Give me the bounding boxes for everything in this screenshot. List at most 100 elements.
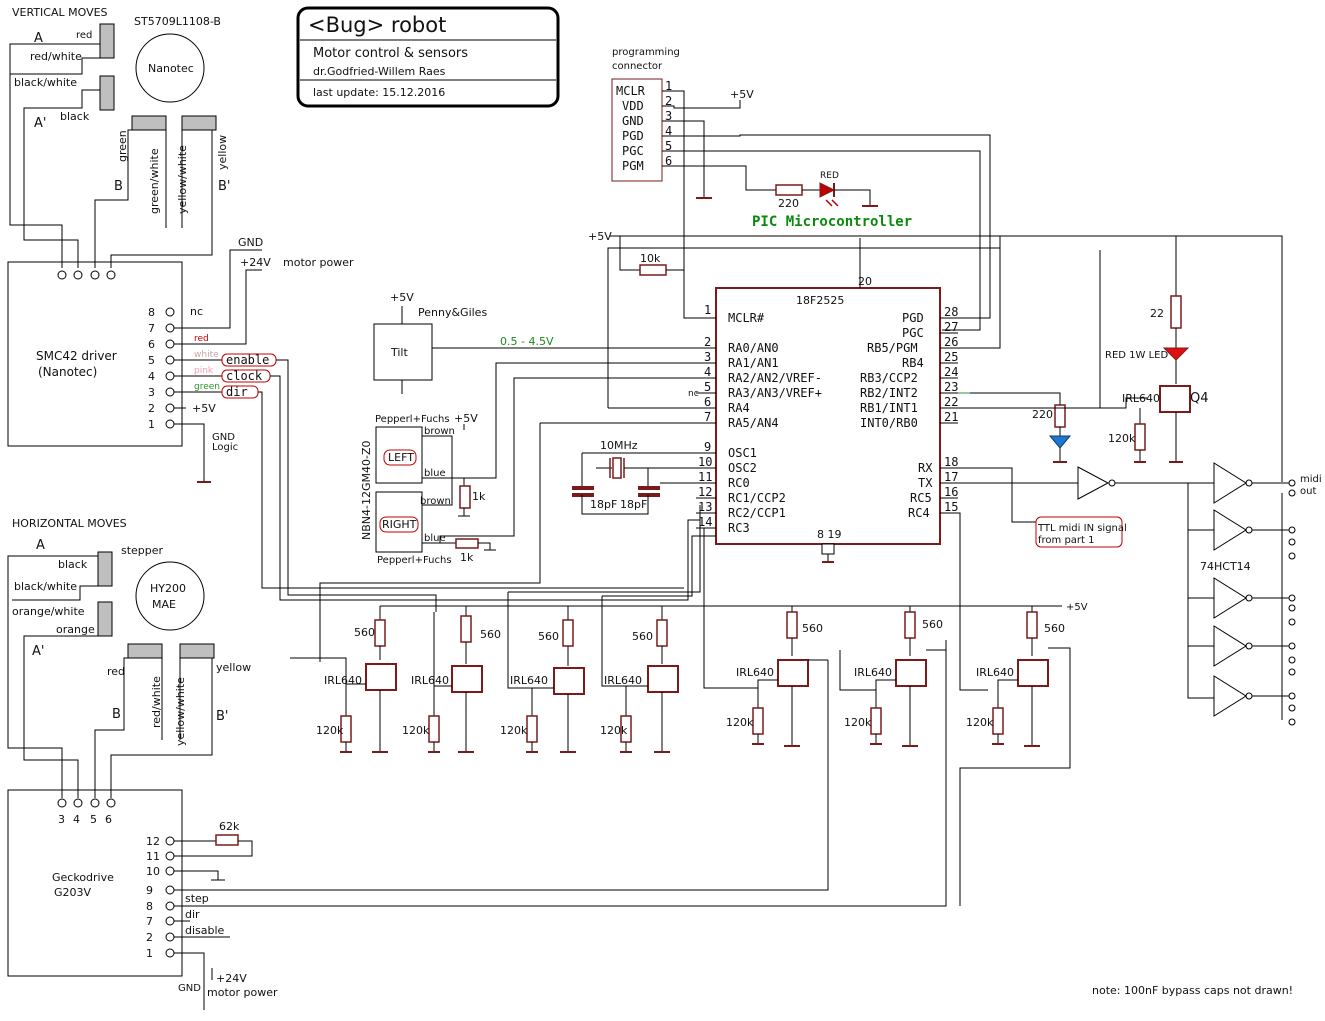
- v-wire-green-white: green/white: [148, 148, 161, 214]
- v-coil-b: B: [114, 179, 123, 194]
- last-update: last update: 15.12.2016: [313, 86, 445, 99]
- svg-text:yellow: yellow: [216, 661, 251, 674]
- svg-text:INT0/RB0: INT0/RB0: [860, 416, 918, 430]
- svg-text:560: 560: [480, 628, 501, 641]
- title-block: <Bug> robot Motor control & sensors dr.G…: [296, 6, 560, 108]
- svg-text:RB1/INT1: RB1/INT1: [860, 401, 918, 415]
- svg-text:IRL640: IRL640: [324, 674, 362, 687]
- svg-text:OSC2: OSC2: [728, 461, 757, 475]
- vertical-motor-brand: Nanotec: [148, 62, 194, 75]
- svg-text:GND: GND: [238, 236, 263, 249]
- svg-text:18: 18: [944, 455, 958, 469]
- horizontal-heading: HORIZONTAL MOVES: [12, 517, 127, 530]
- svg-text:25: 25: [944, 350, 958, 364]
- horizontal-moves-section: HORIZONTAL MOVES stepper HY200 MAE A A' …: [7, 517, 947, 1010]
- svg-text:MCLR: MCLR: [616, 84, 646, 98]
- svg-text:step: step: [185, 892, 209, 905]
- svg-text:+5V: +5V: [730, 88, 754, 101]
- svg-text:PGM: PGM: [622, 159, 644, 173]
- svg-text:IRL640: IRL640: [510, 674, 548, 687]
- programming-connector: programming connector MCLR VDD GND PGD P…: [611, 47, 991, 331]
- v-wire-black: black: [60, 110, 90, 123]
- inverter-unused-pins: [1281, 479, 1296, 726]
- geckodrive-box: [7, 789, 183, 977]
- svg-text:RIGHT: RIGHT: [382, 518, 417, 531]
- svg-text:RED: RED: [820, 171, 839, 181]
- svg-text:RED 1W LED: RED 1W LED: [1105, 350, 1168, 361]
- svg-text:6: 6: [105, 813, 112, 826]
- v-wire-black-white: black/white: [14, 76, 77, 89]
- svg-text:brown: brown: [420, 496, 451, 507]
- svg-text:15: 15: [944, 500, 958, 514]
- svg-text:B': B': [216, 709, 229, 724]
- svg-text:27: 27: [944, 320, 958, 334]
- svg-text:A: A: [36, 538, 45, 553]
- svg-text:18pF: 18pF: [590, 498, 617, 511]
- svg-text:disable: disable: [185, 924, 225, 937]
- svg-text:B: B: [112, 707, 121, 722]
- svg-text:RC4: RC4: [908, 506, 930, 520]
- svg-text:RA0/AN0: RA0/AN0: [728, 341, 779, 355]
- svg-text:pink: pink: [194, 366, 214, 376]
- sensors: +5V Penny&Giles Tilt 0.5 - 4.5V Pepperl+…: [319, 247, 1000, 662]
- svg-text:7: 7: [148, 322, 155, 335]
- svg-text:2: 2: [704, 335, 711, 349]
- v-wire-yellow-white: yellow/white: [176, 145, 189, 214]
- svg-text:+5V: +5V: [454, 412, 478, 425]
- svg-text:IRL640: IRL640: [1122, 392, 1160, 405]
- svg-text:IRL640: IRL640: [976, 666, 1014, 679]
- svg-text:OSC1: OSC1: [728, 446, 757, 460]
- svg-text:22: 22: [1150, 307, 1164, 320]
- svg-text:28: 28: [944, 305, 958, 319]
- svg-text:74HCT14: 74HCT14: [1200, 560, 1251, 573]
- svg-text:RA1/AN1: RA1/AN1: [728, 356, 779, 370]
- svg-text:from part 1: from part 1: [1038, 535, 1095, 546]
- svg-text:G203V: G203V: [54, 886, 92, 899]
- svg-text:20: 20: [858, 275, 872, 288]
- svg-text:RA5/AN4: RA5/AN4: [728, 416, 779, 430]
- svg-text:3: 3: [665, 109, 672, 123]
- svg-text:RB5/PGM: RB5/PGM: [867, 341, 918, 355]
- svg-text:RC5: RC5: [910, 491, 932, 505]
- svg-text:220: 220: [778, 197, 799, 210]
- svg-text:16: 16: [944, 485, 958, 499]
- inverters: [1213, 462, 1290, 717]
- svg-text:10MHz: 10MHz: [600, 439, 638, 452]
- svg-text:PGC: PGC: [622, 144, 644, 158]
- svg-text:1: 1: [704, 303, 711, 317]
- svg-text:Logic: Logic: [212, 442, 238, 453]
- svg-text:120k: 120k: [402, 724, 430, 737]
- svg-text:stepper: stepper: [121, 544, 164, 557]
- v-wire-green: green: [116, 130, 129, 162]
- svg-text:6: 6: [665, 154, 672, 168]
- svg-text:2: 2: [146, 931, 153, 944]
- midi-section: TTL midi IN signal from part 1 74HCT14 m…: [1035, 462, 1322, 726]
- svg-text:RA4: RA4: [728, 401, 750, 415]
- svg-text:RB3/CCP2: RB3/CCP2: [860, 371, 918, 385]
- svg-text:Pepperl+Fuchs: Pepperl+Fuchs: [375, 414, 450, 425]
- note-bypass-caps: note: 100nF bypass caps not drawn!: [1092, 984, 1293, 997]
- svg-text:IRL640: IRL640: [411, 674, 449, 687]
- svg-text:560: 560: [538, 630, 559, 643]
- tilt-sensor-box: [373, 323, 433, 381]
- svg-text:560: 560: [632, 630, 653, 643]
- svg-text:22: 22: [944, 395, 958, 409]
- svg-text:nc: nc: [688, 389, 699, 399]
- smc42-pins: 8 7 6 5 4 3 2 1: [148, 306, 175, 431]
- svg-text:GND: GND: [622, 114, 644, 128]
- svg-text:4: 4: [73, 813, 80, 826]
- svg-text:560: 560: [1044, 622, 1065, 635]
- svg-text:blue: blue: [424, 533, 446, 544]
- svg-text:PGD: PGD: [622, 129, 644, 143]
- svg-text:black/white: black/white: [14, 580, 77, 593]
- author: dr.Godfried-Willem Raes: [313, 65, 446, 78]
- gecko-pins: 12 11 10 9 8 7 2 1: [146, 835, 175, 960]
- svg-text:3: 3: [704, 350, 711, 364]
- pf-left-sensor: [375, 426, 423, 484]
- smc42-driver-box: [7, 261, 183, 447]
- svg-text:Geckodrive: Geckodrive: [52, 871, 114, 884]
